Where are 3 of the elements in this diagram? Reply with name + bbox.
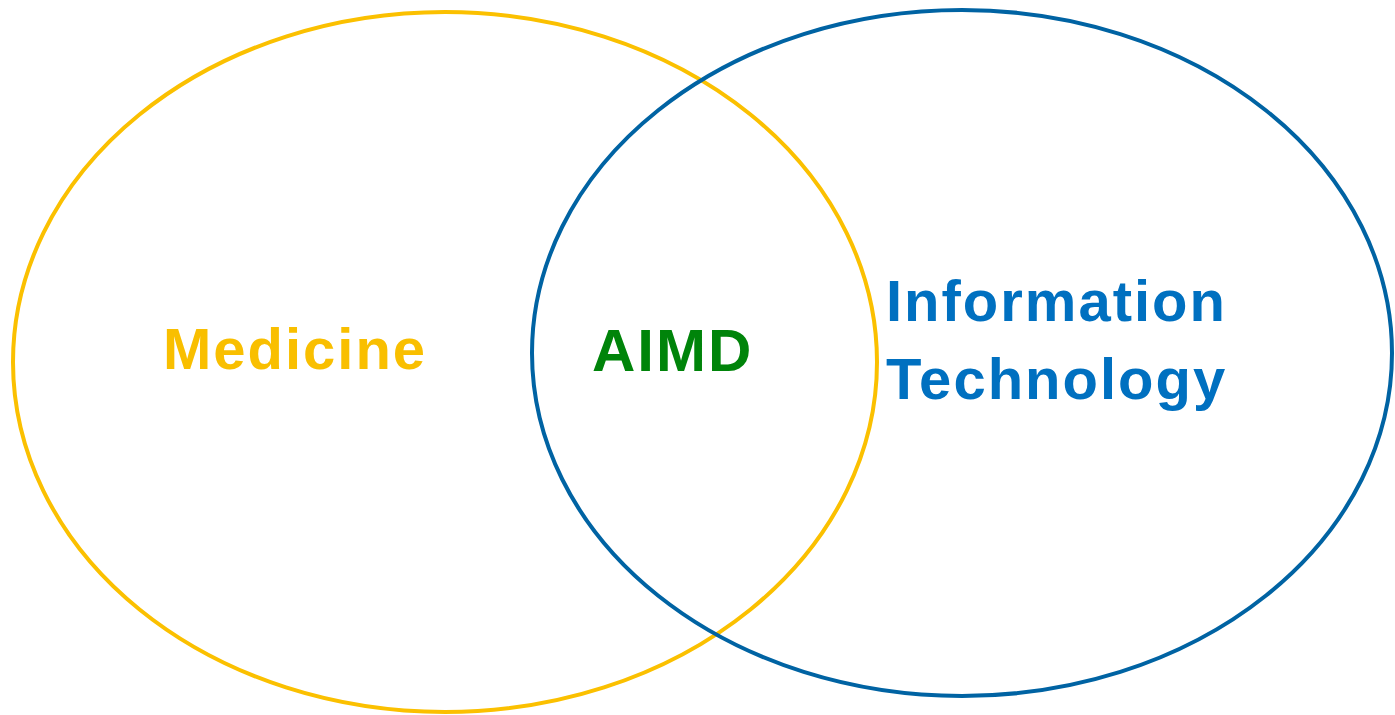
set-label: Medicine	[161, 315, 429, 383]
set-label: Information Technology	[886, 267, 1229, 413]
intersection-label: AIMD	[592, 316, 754, 386]
